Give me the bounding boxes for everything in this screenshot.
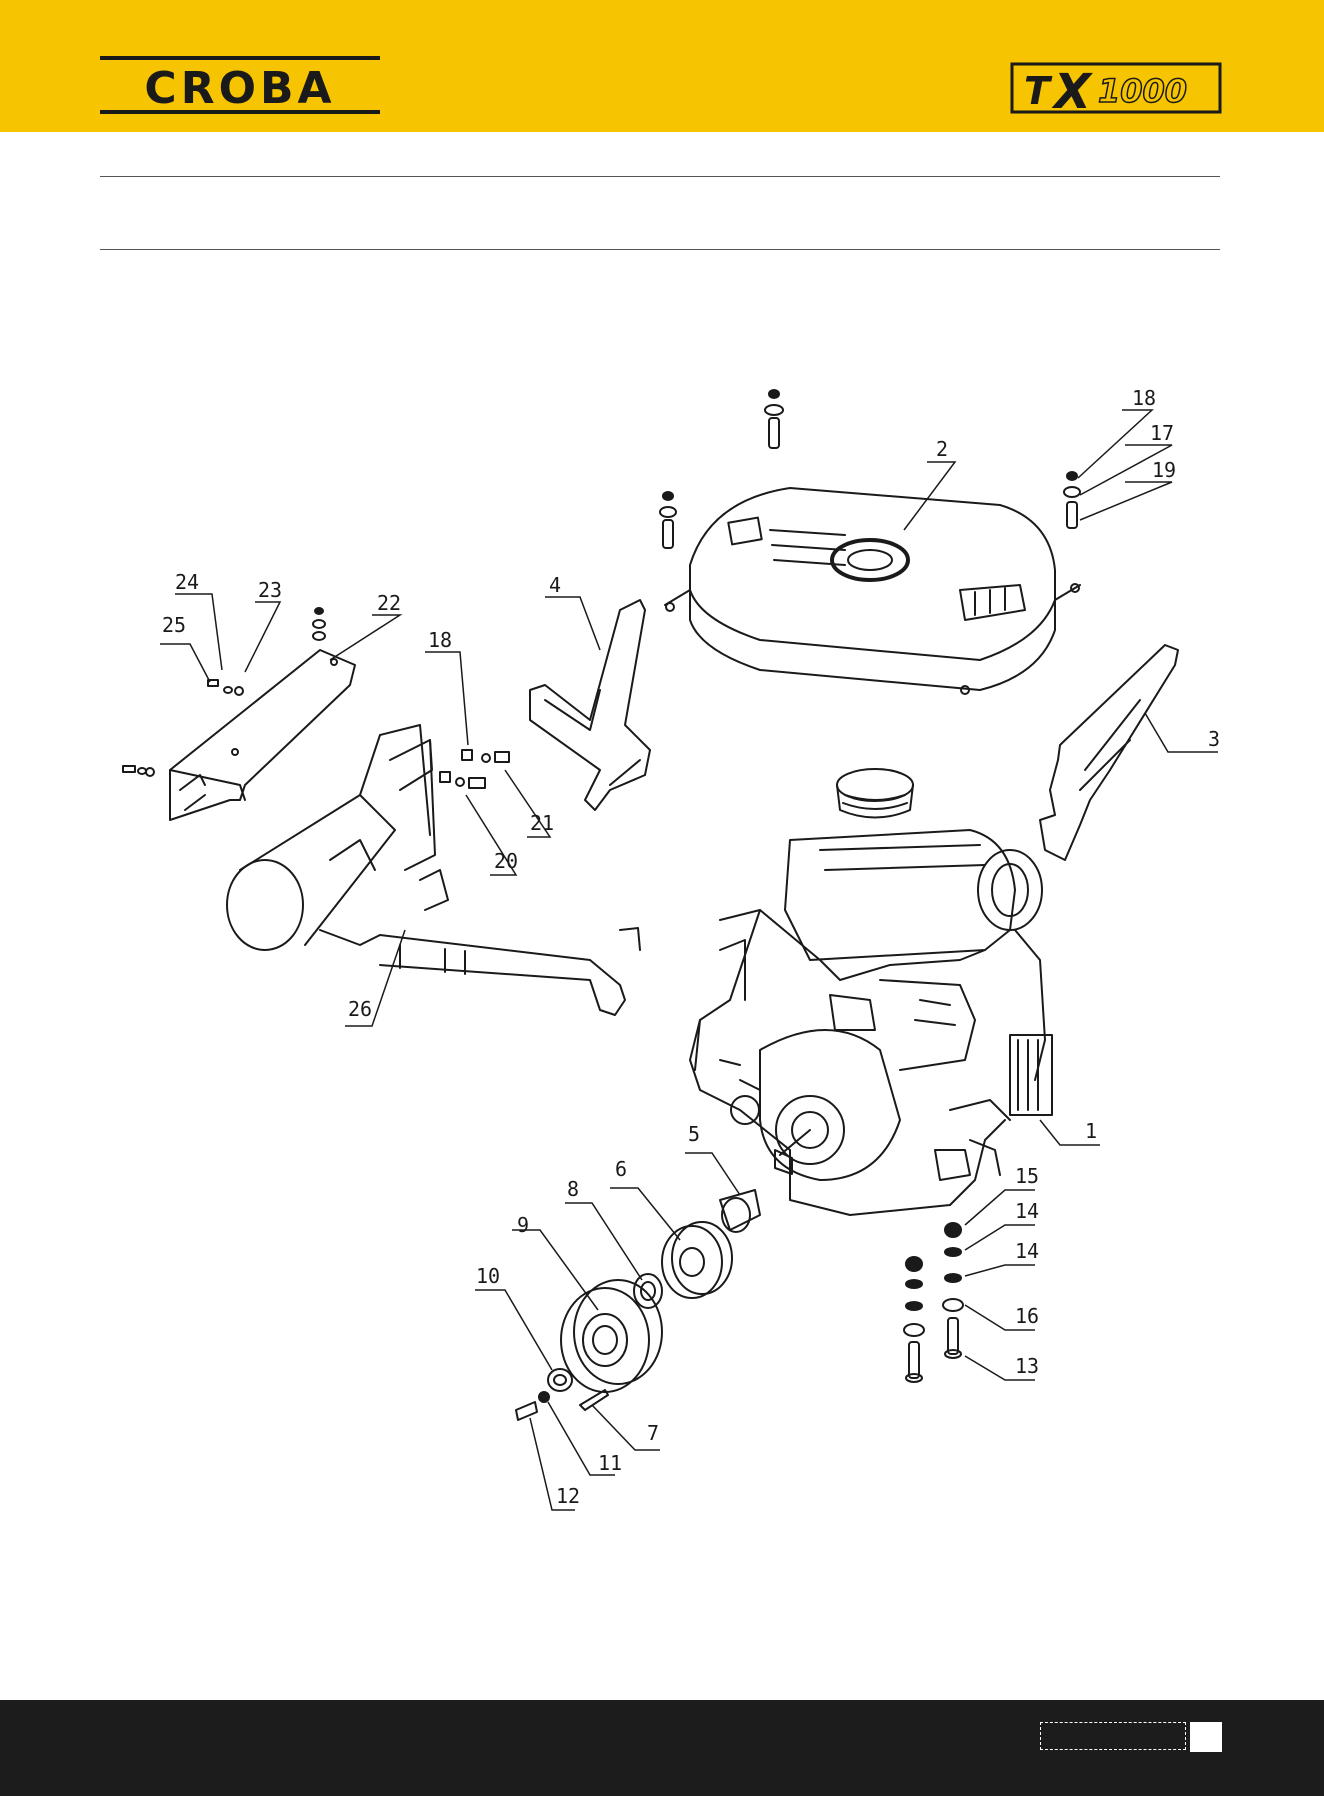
callout-20: 20 xyxy=(494,849,518,873)
engine-assembly xyxy=(690,769,1052,1215)
callout-2: 2 xyxy=(936,437,948,461)
callout-24: 24 xyxy=(175,570,199,594)
second-rule xyxy=(100,249,1220,250)
callout-8: 8 xyxy=(567,1177,579,1201)
callout-5: 5 xyxy=(688,1122,700,1146)
callout-13: 13 xyxy=(1015,1354,1039,1378)
tx1000-logo: T X 1000 xyxy=(1010,62,1222,114)
callout-23: 23 xyxy=(258,578,282,602)
croba-logo: CROBA xyxy=(100,56,380,116)
pulley-stack xyxy=(516,1190,760,1420)
callout-22: 22 xyxy=(377,591,401,615)
page-tab xyxy=(1190,1722,1222,1752)
callout-18-left: 18 xyxy=(428,628,452,652)
callout-12: 12 xyxy=(556,1484,580,1508)
fuel-tank xyxy=(665,488,1080,694)
callout-19: 19 xyxy=(1152,458,1176,482)
right-tank-bracket xyxy=(1040,645,1178,860)
callout-18-top: 18 xyxy=(1132,386,1156,410)
callout-17: 17 xyxy=(1150,421,1174,445)
callout-6: 6 xyxy=(615,1157,627,1181)
callout-25: 25 xyxy=(162,613,186,637)
callout-4: 4 xyxy=(549,573,561,597)
tank-bolts xyxy=(660,390,1080,548)
engine-mount-bolts xyxy=(904,1223,963,1382)
top-rule xyxy=(100,176,1220,177)
header-bar: CROBA T X 1000 xyxy=(0,0,1324,132)
muffler-assembly xyxy=(227,725,640,1015)
callout-21: 21 xyxy=(530,811,554,835)
shield-fasteners xyxy=(123,608,325,776)
callout-9: 9 xyxy=(517,1213,529,1237)
exploded-parts-diagram: 18 17 19 2 4 3 24 23 25 22 18 21 20 26 1… xyxy=(0,380,1324,1520)
callout-16: 16 xyxy=(1015,1304,1039,1328)
left-tank-bracket xyxy=(530,600,650,810)
model-prefix: T xyxy=(1024,69,1053,113)
page-number-box xyxy=(1040,1722,1186,1750)
muffler-fasteners xyxy=(440,750,509,788)
callout-14-a: 14 xyxy=(1015,1199,1039,1223)
callout-26: 26 xyxy=(348,997,372,1021)
callout-15: 15 xyxy=(1015,1164,1039,1188)
callout-3: 3 xyxy=(1208,727,1220,751)
callout-14-b: 14 xyxy=(1015,1239,1039,1263)
model-number: 1000 xyxy=(1098,72,1187,110)
heat-shield xyxy=(170,650,355,820)
brand-name: CROBA xyxy=(144,63,335,114)
callout-7: 7 xyxy=(647,1421,659,1445)
callout-11: 11 xyxy=(598,1451,622,1475)
callout-1: 1 xyxy=(1085,1119,1097,1143)
callout-10: 10 xyxy=(476,1264,500,1288)
model-x: X xyxy=(1051,64,1093,114)
